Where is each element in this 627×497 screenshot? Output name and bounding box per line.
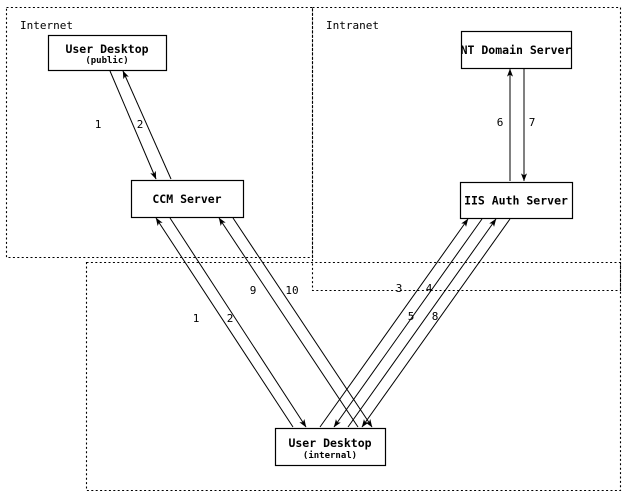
node-box-user-desktop-internal[interactable]: [274, 427, 387, 467]
edge-step-label-edge-3-iis: 3: [396, 282, 403, 295]
node-user-desktop-internal[interactable]: User Desktop(internal): [274, 427, 387, 467]
edge-step-label-edge-6-nt: 6: [497, 116, 504, 129]
node-label-nt-domain-server: NT Domain Server: [461, 43, 572, 57]
edge-step-label-edge-1-internal: 1: [193, 312, 200, 325]
edges-layer: [109, 68, 527, 428]
zone-label-internet: Internet: [20, 19, 73, 32]
edge-arrow-edge-2-public: [122, 70, 172, 180]
node-sublabel-user-desktop-public: (public): [85, 55, 128, 66]
node-box-iis-auth-server[interactable]: [459, 181, 574, 220]
edge-arrow-edge-3-iis: [319, 218, 469, 428]
edge-step-label-edge-1-public: 1: [95, 118, 102, 131]
edge-arrow-edge-8-iis: [361, 218, 511, 428]
edge-arrow-edge-1-public: [109, 70, 157, 180]
edge-arrow-edge-9-internal: [218, 217, 359, 428]
zones-layer: Internet Intranet: [5, 6, 622, 492]
edge-step-label-edge-2-public: 2: [137, 118, 144, 131]
edge-step-label-edge-7-nt: 7: [529, 116, 536, 129]
edge-arrow-edge-1-internal: [155, 217, 294, 428]
node-box-user-desktop-public[interactable]: [47, 34, 168, 72]
node-label-iis-auth-server: IIS Auth Server: [464, 194, 568, 208]
zone-boundary-internal: [85, 261, 622, 492]
node-ccm-server[interactable]: CCM Server: [130, 179, 245, 219]
node-user-desktop-public[interactable]: User Desktop(public): [47, 34, 168, 72]
node-label-user-desktop-public: User Desktop: [65, 42, 148, 56]
node-iis-auth-server[interactable]: IIS Auth Server: [459, 181, 574, 220]
node-box-ccm-server[interactable]: [130, 179, 245, 219]
edge-labels-layer: 1 2 6 7 1 2 9 10 3 4 5 8: [95, 116, 536, 325]
edge-step-label-edge-5-iis: 5: [408, 310, 415, 323]
zone-label-intranet: Intranet: [326, 19, 379, 32]
edge-arrow-edge-2-internal: [169, 217, 307, 428]
edge-arrow-edge-10-internal: [232, 217, 373, 428]
edge-step-label-edge-9-internal: 9: [250, 284, 257, 297]
zone-boundary-internet: [5, 6, 314, 259]
edge-arrow-edge-4-iis: [333, 218, 483, 428]
zone-boundary-intranet: [311, 6, 622, 292]
node-box-nt-domain-server[interactable]: [460, 30, 573, 70]
node-label-ccm-server: CCM Server: [152, 192, 221, 206]
node-sublabel-user-desktop-internal: (internal): [303, 450, 357, 461]
node-label-user-desktop-internal: User Desktop: [288, 436, 371, 450]
edge-arrow-edge-5-iis: [347, 218, 497, 428]
edge-step-label-edge-2-internal: 2: [227, 312, 234, 325]
node-nt-domain-server[interactable]: NT Domain Server: [460, 30, 573, 70]
edge-step-label-edge-10-internal: 10: [285, 284, 298, 297]
edge-step-label-edge-4-iis: 4: [426, 282, 433, 295]
edge-step-label-edge-8-iis: 8: [432, 310, 439, 323]
